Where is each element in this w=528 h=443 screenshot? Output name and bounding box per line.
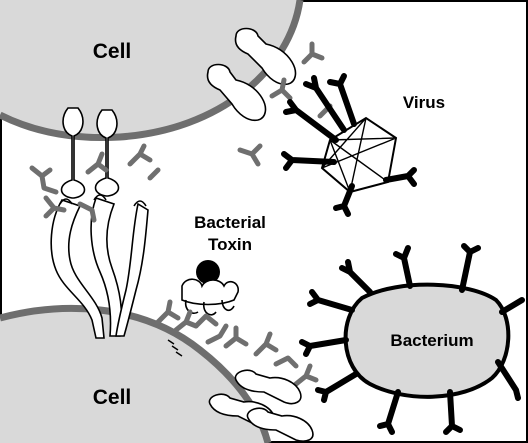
label-bacterium: Bacterium [390, 331, 473, 350]
label-toxin-line1: Bacterial [194, 213, 266, 232]
label-toxin-line2: Toxin [208, 235, 252, 254]
label-cell-top: Cell [93, 40, 132, 63]
label-virus: Virus [403, 93, 445, 112]
label-cell-bottom: Cell [93, 386, 132, 409]
